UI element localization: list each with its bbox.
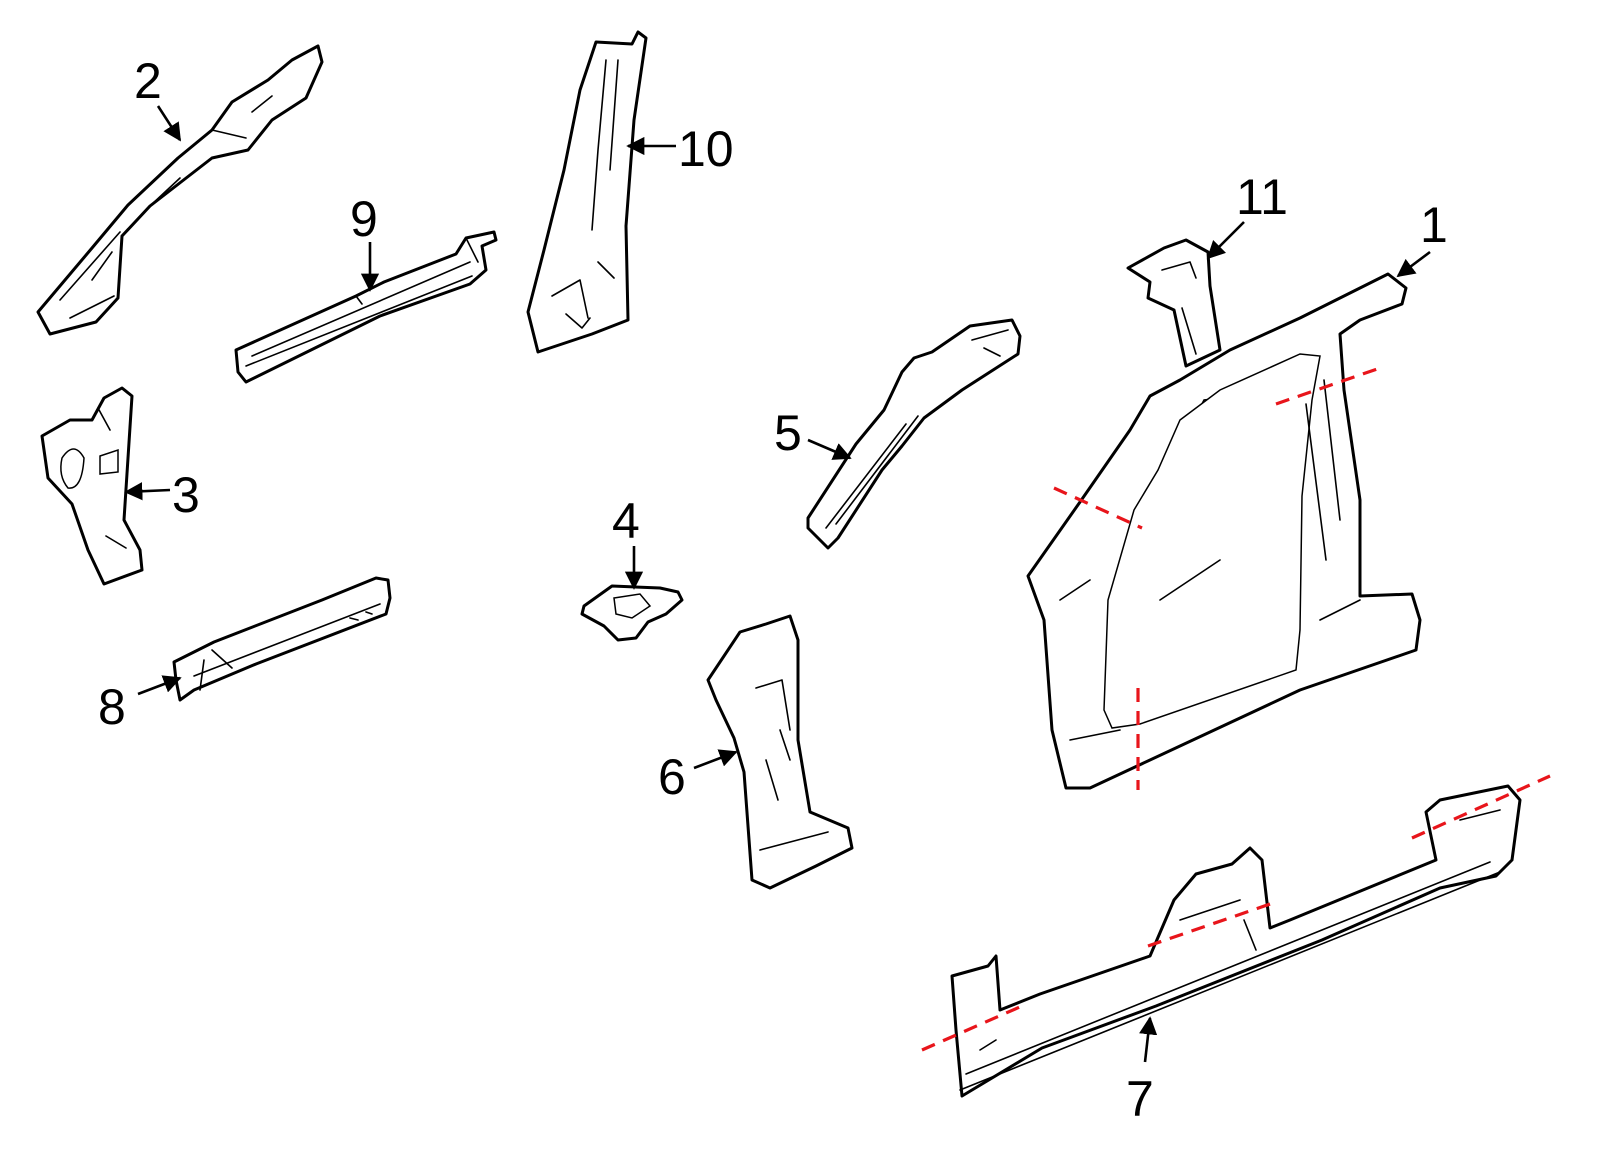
callout-11: 11 xyxy=(1236,169,1288,225)
callout-2: 2 xyxy=(134,53,162,109)
leader-5 xyxy=(807,438,852,460)
leader-1 xyxy=(1396,250,1431,278)
part-2-upper-pillar xyxy=(36,44,324,336)
part-4-bracket xyxy=(580,584,684,642)
part-1-body-side-frame xyxy=(1026,272,1422,790)
callout-8: 8 xyxy=(98,679,126,735)
callout-4: 4 xyxy=(612,493,640,549)
part-11-upper-bracket xyxy=(1126,238,1222,368)
callout-6: 6 xyxy=(658,749,686,805)
callout-5: 5 xyxy=(774,405,802,461)
callout-1: 1 xyxy=(1420,197,1448,253)
cut-line-rocker-rear xyxy=(1411,774,1551,840)
part-3-front-pillar xyxy=(40,386,144,586)
cut-line-a-pillar xyxy=(1053,486,1143,530)
callout-10: 10 xyxy=(678,121,734,177)
cut-line-c-pillar xyxy=(1275,366,1381,406)
part-8-lower-rail xyxy=(172,576,392,702)
part-6-center-pillar-lower xyxy=(706,614,854,890)
part-5-roof-rail xyxy=(806,318,1022,550)
cut-line-rocker-front xyxy=(921,1004,1023,1052)
callout-labels: 1 2 3 4 5 6 7 8 9 10 11 xyxy=(98,53,1448,1127)
leader-8 xyxy=(137,675,182,696)
leader-lines xyxy=(124,105,1431,1063)
callout-7: 7 xyxy=(1126,1071,1154,1127)
leader-11 xyxy=(1206,221,1245,260)
leader-3 xyxy=(124,482,171,501)
callout-9: 9 xyxy=(350,191,378,247)
part-7-rocker-outer xyxy=(950,784,1522,1098)
leader-2 xyxy=(156,105,182,142)
callout-3: 3 xyxy=(172,467,200,523)
part-9-rocker-reinforcement xyxy=(234,230,498,384)
leader-6 xyxy=(693,749,738,770)
part-10-b-pillar xyxy=(526,30,648,354)
cut-lines xyxy=(921,366,1551,1052)
leader-7 xyxy=(1139,1016,1158,1063)
